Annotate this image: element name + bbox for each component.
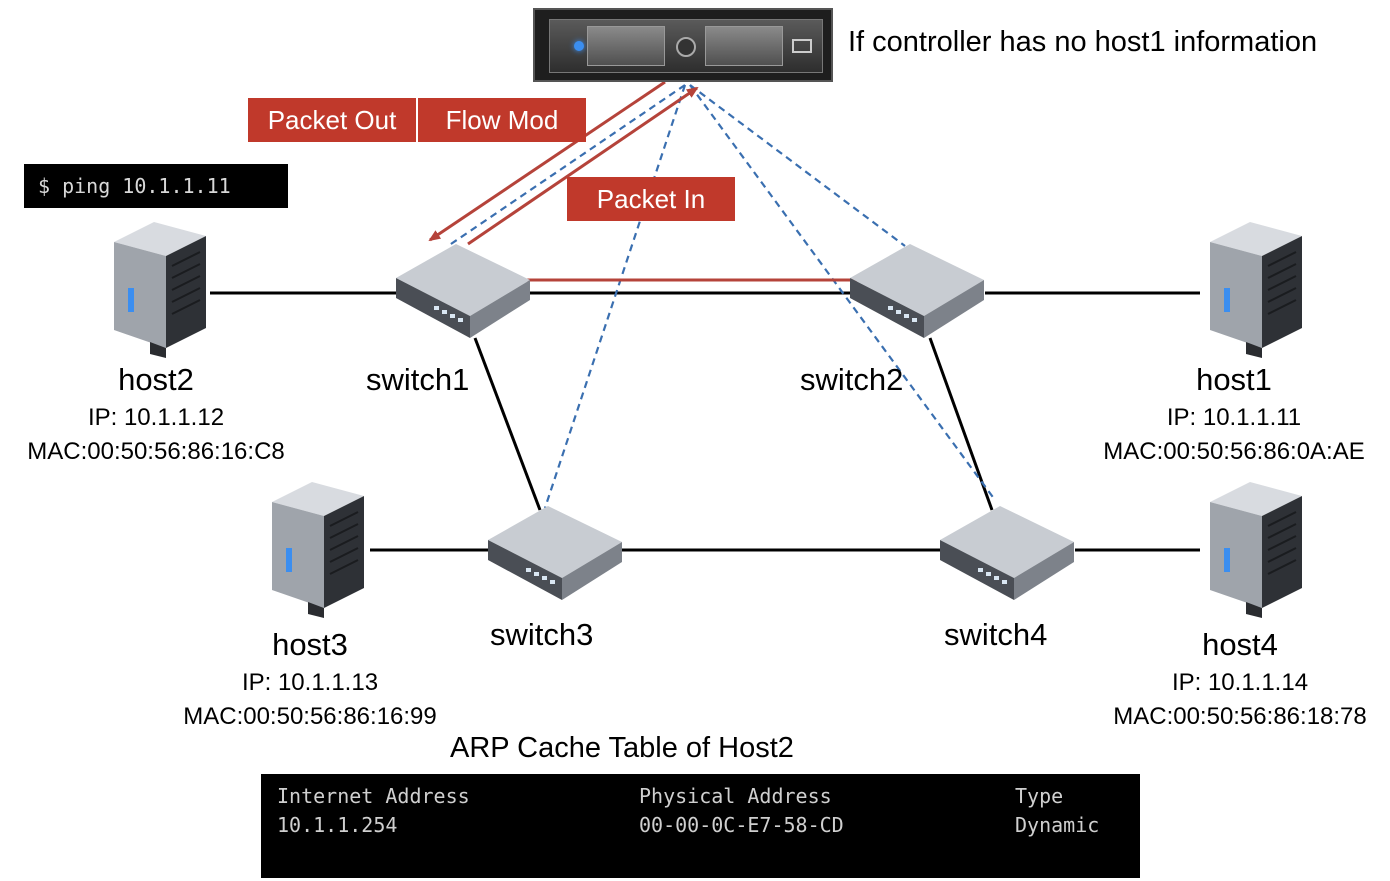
host-ip: IP: 10.1.1.14	[1171, 669, 1309, 696]
packet-in-label: Packet In	[567, 177, 735, 221]
switch-icon	[850, 244, 984, 338]
control-channel-switch3	[543, 84, 687, 509]
arp-cell-internet-address: 10.1.1.254	[277, 813, 398, 837]
host-mac: MAC:00:50:56:86:18:78	[1113, 703, 1367, 730]
host-computer-icon	[1210, 482, 1302, 618]
host-name: host3	[272, 627, 348, 662]
host-computer-icon	[272, 482, 364, 618]
controller-server	[533, 8, 833, 82]
drive-bay-icon	[587, 26, 665, 66]
host-name: host4	[1202, 627, 1278, 662]
arp-table: Internet Address Physical Address Type 1…	[261, 774, 1140, 878]
host-info: host2 IP: 10.1.1.12 MAC:00:50:56:86:16:C…	[6, 364, 306, 464]
control-channel-switch2	[689, 84, 906, 247]
arp-header-physical-address: Physical Address	[639, 784, 832, 808]
controller-note: If controller has no host1 information	[848, 26, 1318, 58]
host-computer-icon	[114, 222, 206, 358]
host-info: host4 IP: 10.1.1.14 MAC:00:50:56:86:18:7…	[1090, 629, 1390, 729]
flow-mod-label: Flow Mod	[418, 98, 586, 142]
drive-bay-icon	[705, 26, 783, 66]
usb-port-icon	[792, 39, 812, 53]
controller-front-panel	[549, 19, 823, 73]
host-computer-icon	[1210, 222, 1302, 358]
host-name: host2	[118, 362, 194, 397]
host-mac: MAC:00:50:56:86:16:C8	[27, 438, 285, 465]
host-name: host1	[1196, 362, 1272, 397]
packet-in-arrow	[467, 86, 699, 246]
host-mac: MAC:00:50:56:86:16:99	[183, 703, 437, 730]
switch-label: switch2	[800, 362, 904, 397]
switch-label: switch3	[490, 617, 594, 652]
host-ip: IP: 10.1.1.13	[241, 669, 379, 696]
link-switch1-switch3	[473, 337, 542, 511]
host-info: host3 IP: 10.1.1.13 MAC:00:50:56:86:16:9…	[160, 629, 460, 729]
switch-icon	[396, 244, 530, 338]
power-led-icon	[574, 41, 584, 51]
switch-label: switch1	[366, 362, 470, 397]
host-ip: IP: 10.1.1.11	[1166, 404, 1302, 431]
packet-out-arrow	[428, 80, 666, 242]
power-button-icon	[676, 37, 696, 57]
switch-icon	[488, 506, 622, 600]
arp-cell-type: Dynamic	[1015, 813, 1100, 837]
switch-icon	[940, 506, 1074, 600]
arp-header-type: Type	[1015, 784, 1064, 808]
switch-label: switch4	[944, 617, 1048, 652]
host-info: host1 IP: 10.1.1.11 MAC:00:50:56:86:0A:A…	[1084, 364, 1384, 464]
host-mac: MAC:00:50:56:86:0A:AE	[1103, 438, 1365, 465]
control-channel-switch4	[689, 84, 996, 501]
host-ip: IP: 10.1.1.12	[87, 404, 225, 431]
arp-header-internet-address: Internet Address	[277, 784, 470, 808]
arp-cell-physical-address: 00-00-0C-E7-58-CD	[639, 813, 844, 837]
arp-table-title: ARP Cache Table of Host2	[450, 732, 794, 764]
ping-terminal: $ ping 10.1.1.11	[24, 164, 288, 208]
packet-out-label: Packet Out	[248, 98, 416, 142]
